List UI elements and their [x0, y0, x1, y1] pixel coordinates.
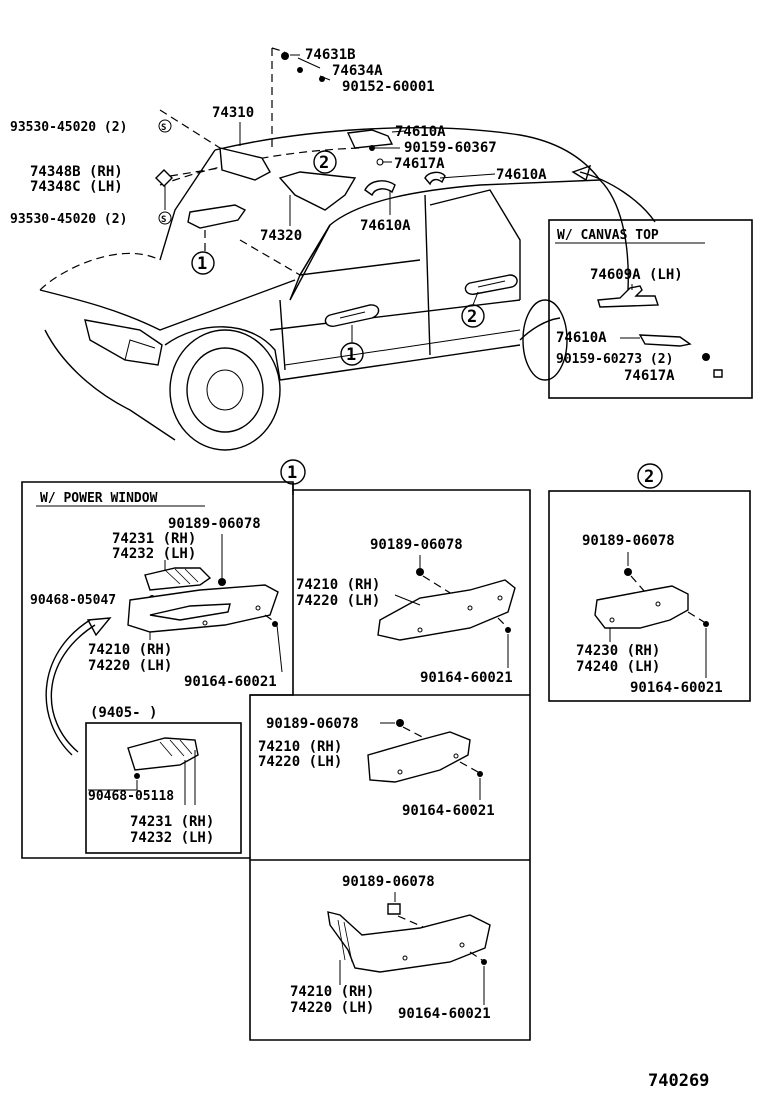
label-74610A-canvas: 74610A: [556, 330, 607, 346]
label-74348C: 74348C (LH): [30, 179, 123, 195]
b1a-label-90189-06078: 90189-06078: [370, 537, 463, 553]
ref-1-door: 1: [346, 345, 356, 365]
section-ref-2: 2: [644, 467, 654, 487]
canvas-top-title: W/ CANVAS TOP: [557, 228, 659, 243]
label-74320: 74320: [260, 228, 302, 244]
pw-label-74231: 74231 (RH): [112, 531, 196, 547]
clip-s-label-bottom: S: [161, 215, 166, 225]
ref-2-visor: 2: [319, 153, 329, 173]
pw-sub-label-74232: 74232 (LH): [130, 830, 214, 846]
b2-label-74230: 74230 (RH): [576, 643, 660, 659]
label-74609A: 74609A (LH): [590, 267, 683, 283]
b2-label-74240: 74240 (LH): [576, 659, 660, 675]
ref-2-door: 2: [467, 307, 477, 327]
pw-label-74232: 74232 (LH): [112, 546, 196, 562]
pw-sub-box: [85, 722, 242, 854]
b1c-label-74210: 74210 (RH): [290, 984, 374, 1000]
power-window-box: W/ POWER WINDOW 90189-06078 74231 (RH) 7…: [30, 491, 283, 854]
label-74617A: 74617A: [394, 156, 445, 172]
pw-label-90468-05047: 90468-05047: [30, 593, 116, 608]
label-74610A-1: 74610A: [395, 124, 446, 140]
car-illustration: [39, 127, 629, 451]
label-74610A-2: 74610A: [496, 167, 547, 183]
pw-label-74210: 74210 (RH): [88, 642, 172, 658]
label-90152-60001: 90152-60001: [342, 79, 435, 95]
pw-label-90164-60021: 90164-60021: [184, 674, 277, 690]
b2-label-90164-60021: 90164-60021: [630, 680, 723, 696]
section-1-box-b: 90189-06078 74210 (RH) 74220 (LH) 90164-…: [258, 716, 495, 819]
b1b-label-90164-60021: 90164-60021: [402, 803, 495, 819]
ref-1-front: 1: [197, 254, 207, 274]
label-93530-45020-top: 93530-45020 (2): [10, 120, 127, 135]
pw-sub-label-90468-05118: 90468-05118: [88, 789, 174, 804]
power-window-title: W/ POWER WINDOW: [40, 491, 158, 506]
b1a-label-90164-60021: 90164-60021: [420, 670, 513, 686]
label-74631B: 74631B: [305, 47, 356, 63]
label-74617A-canvas: 74617A: [624, 368, 675, 384]
top-labels: 74631B 74634A 90152-60001 74310 93530-45…: [10, 47, 547, 244]
top-leader-lines: S S: [155, 47, 656, 276]
pw-label-90189-06078: 90189-06078: [168, 516, 261, 532]
label-93530-45020-bottom: 93530-45020 (2): [10, 212, 127, 227]
label-74610A-3: 74610A: [360, 218, 411, 234]
diagram-code: 740269: [648, 1071, 709, 1091]
section-1-frame: [21, 481, 531, 1041]
b1b-label-90189-06078: 90189-06078: [266, 716, 359, 732]
label-74348B: 74348B (RH): [30, 164, 123, 180]
label-90159-60273: 90159-60273 (2): [556, 352, 673, 367]
b1b-label-74210: 74210 (RH): [258, 739, 342, 755]
b1c-label-90189-06078: 90189-06078: [342, 874, 435, 890]
canvas-top-box: W/ CANVAS TOP 74609A (LH) 74610A 90159-6…: [548, 219, 753, 399]
clip-s-label-top: S: [161, 123, 166, 133]
label-90159-60367: 90159-60367: [404, 140, 497, 156]
pw-label-date-range: (9405- ): [90, 705, 157, 721]
label-74310: 74310: [212, 105, 254, 121]
pw-label-74220: 74220 (LH): [88, 658, 172, 674]
pw-sub-label-74231: 74231 (RH): [130, 814, 214, 830]
b1c-label-74220: 74220 (LH): [290, 1000, 374, 1016]
b1a-label-74210: 74210 (RH): [296, 577, 380, 593]
section-1-box-c: 90189-06078 74210 (RH) 74220 (LH) 90164-…: [290, 874, 491, 1022]
top-reference-markers: 2 1 1 2: [191, 150, 485, 366]
label-74634A: 74634A: [332, 63, 383, 79]
b1a-label-74220: 74220 (LH): [296, 593, 380, 609]
b1c-label-90164-60021: 90164-60021: [398, 1006, 491, 1022]
section-2-box: 90189-06078 74230 (RH) 74240 (LH) 90164-…: [548, 490, 751, 702]
b2-label-90189-06078: 90189-06078: [582, 533, 675, 549]
section-1-box-a: 90189-06078 74210 (RH) 74220 (LH) 90164-…: [296, 537, 516, 686]
b1b-label-74220: 74220 (LH): [258, 754, 342, 770]
section-ref-1: 1: [287, 463, 297, 483]
